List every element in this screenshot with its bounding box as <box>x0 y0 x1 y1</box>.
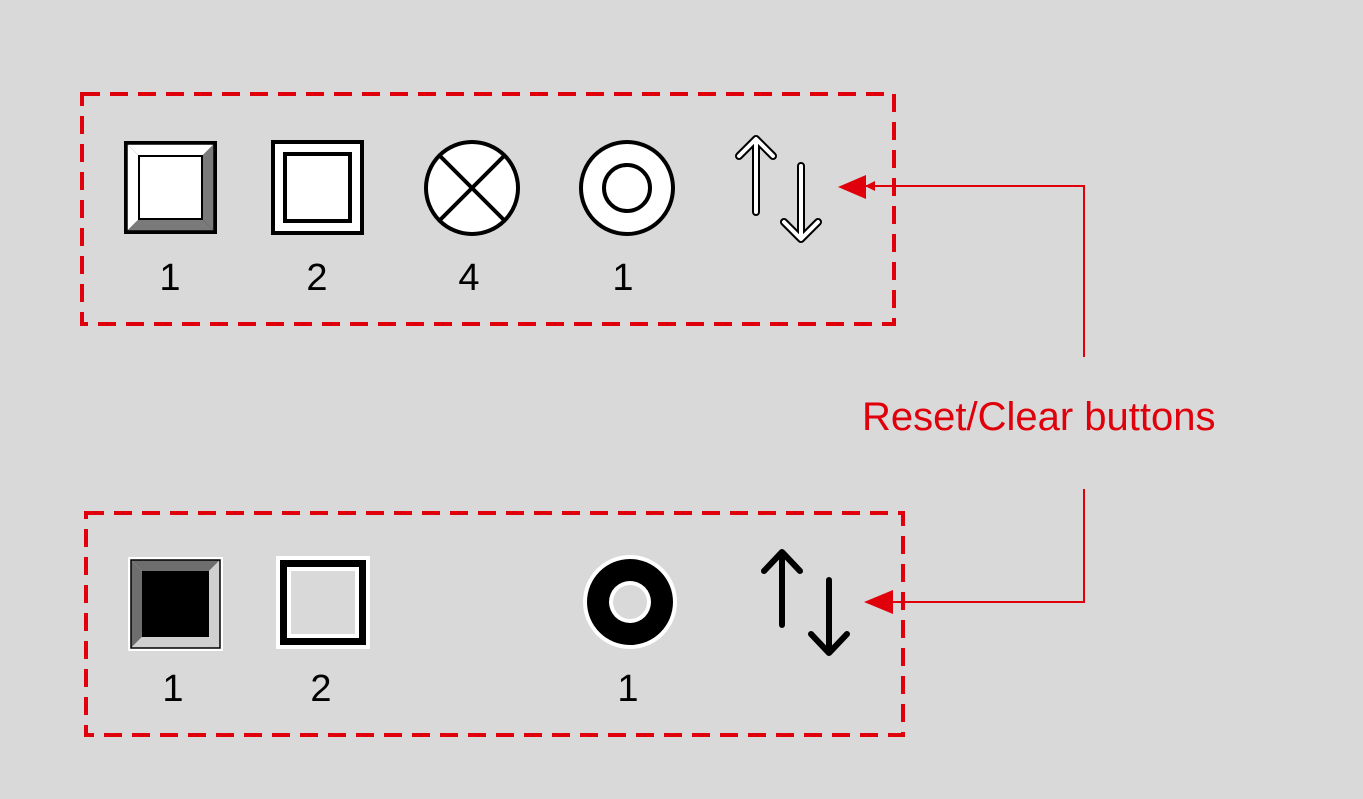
count-label: 1 <box>159 257 181 299</box>
callout-label: Reset/Clear buttons <box>862 395 1216 439</box>
count-label: 1 <box>162 668 184 710</box>
callout-arrowhead-top <box>838 175 866 199</box>
count-label: 1 <box>612 257 634 299</box>
count-label: 1 <box>617 668 639 710</box>
ring-icon <box>583 555 677 649</box>
callout-arrowhead-bottom <box>864 590 893 614</box>
top-panel-border <box>80 92 896 326</box>
beveled-square-icon <box>128 557 223 651</box>
bottom-panel-border <box>84 511 905 737</box>
count-label: 2 <box>306 257 328 299</box>
swap-arrows-icon <box>761 549 850 656</box>
double-square-icon <box>271 140 364 235</box>
double-square-icon <box>276 556 370 649</box>
beveled-square-icon <box>124 141 217 234</box>
x-circle-icon <box>424 140 520 236</box>
count-label: 4 <box>458 257 480 299</box>
swap-arrows-icon <box>735 135 822 243</box>
count-label: 2 <box>310 668 332 710</box>
callout-connector <box>838 175 1085 614</box>
ring-icon <box>579 140 675 236</box>
